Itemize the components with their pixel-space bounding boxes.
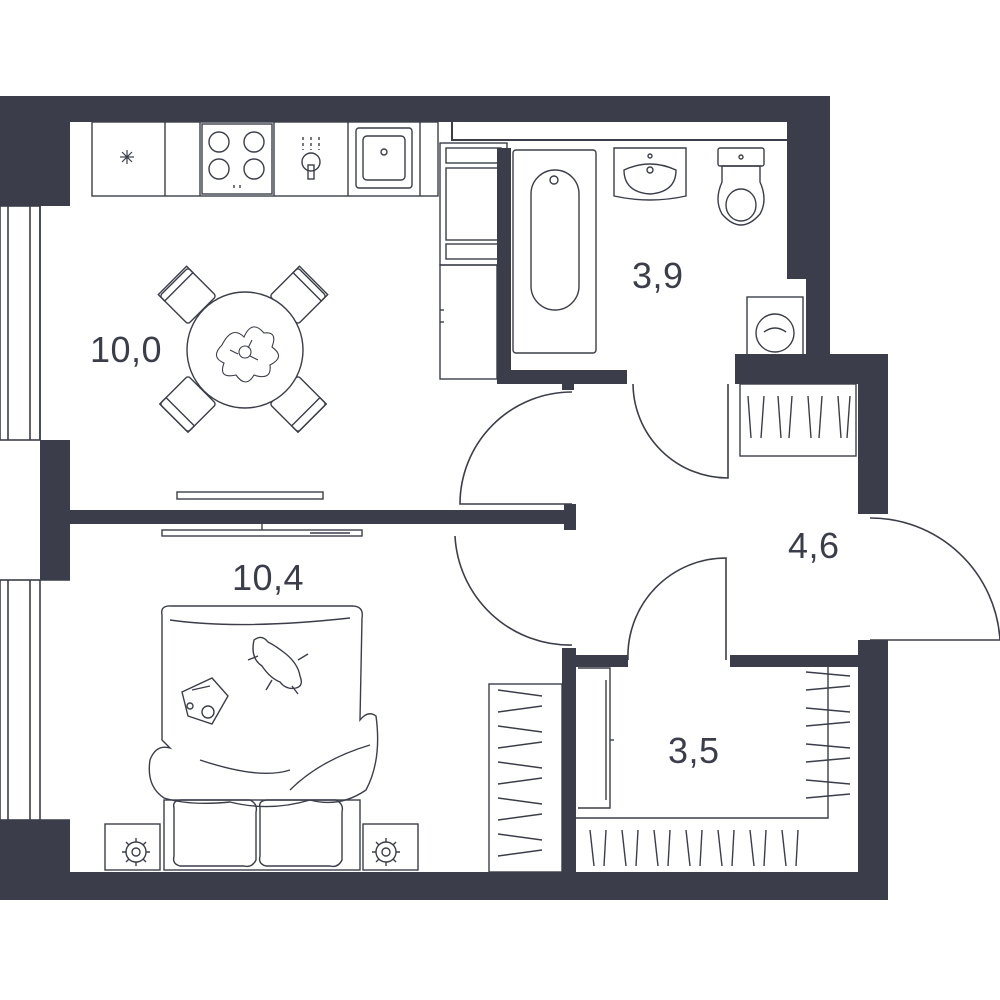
storage-area-label: 3,5 xyxy=(668,730,720,771)
kitchen-counter xyxy=(91,121,439,197)
wardrobe-icon xyxy=(739,383,857,457)
bathroom-door xyxy=(632,383,729,479)
hall-area-label: 4,6 xyxy=(788,525,840,566)
bedroom-door xyxy=(454,535,573,646)
flower-vase-icon xyxy=(215,326,280,383)
storage-shelves xyxy=(576,667,851,867)
tall-cabinet xyxy=(439,264,498,380)
sink-icon xyxy=(355,127,413,189)
fridge-icon xyxy=(439,142,508,266)
bed-icon xyxy=(148,605,379,871)
storage-door xyxy=(627,557,727,661)
doors xyxy=(454,383,1000,661)
snowflake-icon xyxy=(120,150,134,164)
bedroom-wardrobe xyxy=(488,683,563,873)
kitchen-door xyxy=(459,391,573,505)
pillow-icon xyxy=(172,799,344,868)
bathroom-area-label: 3,9 xyxy=(632,255,684,296)
bedroom-area-label: 10,4 xyxy=(232,557,304,598)
blanket-icon xyxy=(148,605,379,808)
stove-icon xyxy=(201,123,273,195)
entrance-door xyxy=(869,517,1000,641)
windows xyxy=(0,199,70,821)
interior-partitions xyxy=(451,121,807,279)
tv-icon xyxy=(161,491,363,537)
walls xyxy=(0,96,888,900)
washbasin-icon xyxy=(613,147,687,201)
nightstand-icon xyxy=(362,823,419,871)
dining-table-icon xyxy=(157,265,329,434)
book-icon xyxy=(181,677,229,725)
nightstand-icon xyxy=(104,823,161,871)
kitchen-area-label: 10,0 xyxy=(90,329,162,370)
washing-machine-icon xyxy=(746,296,804,371)
cat-icon xyxy=(247,636,309,695)
faucet-icon xyxy=(301,137,321,180)
toilet-icon xyxy=(717,147,765,226)
bathtub-icon xyxy=(512,149,597,354)
